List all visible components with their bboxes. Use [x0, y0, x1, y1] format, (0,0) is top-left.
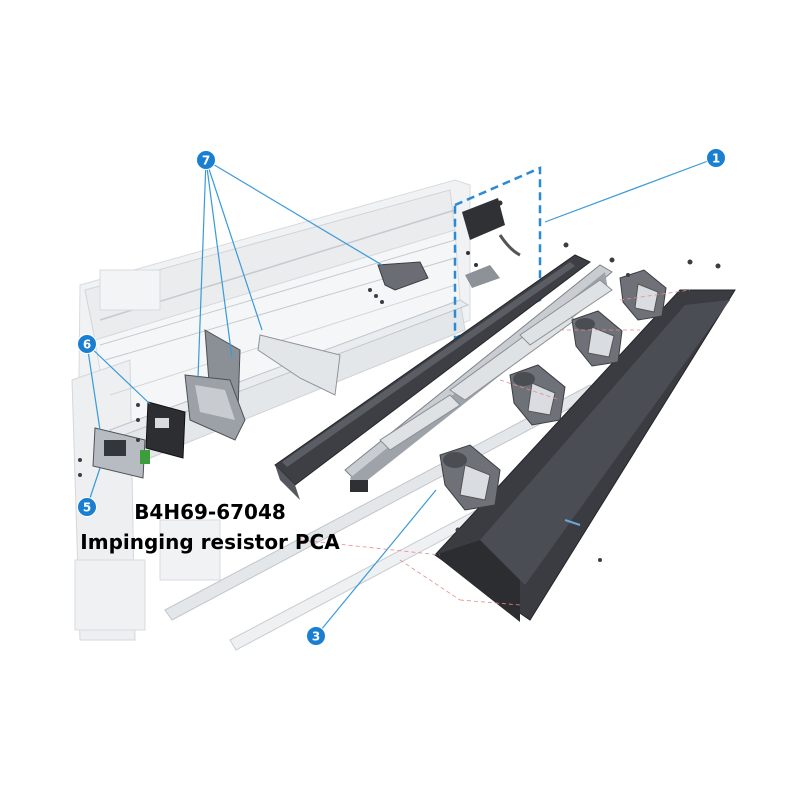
- long-cover-rear: [434, 289, 736, 622]
- callout-6-number: 6: [83, 338, 91, 352]
- callout-1: 1: [706, 148, 726, 168]
- leader-lines: [86, 157, 717, 637]
- callout-7: 7: [196, 150, 216, 170]
- callout-7-number: 7: [202, 154, 210, 168]
- screws: [78, 242, 721, 562]
- long-cover-front: [274, 254, 591, 500]
- bracket-parts: [184, 261, 429, 441]
- callout-3-number: 3: [312, 630, 320, 644]
- part-number-label: B4H69-67048: [134, 500, 286, 524]
- callout-1-number: 1: [712, 152, 720, 166]
- drive-assemblies: [439, 269, 667, 511]
- callout-5-number: 5: [83, 501, 91, 515]
- explode-guides: [299, 289, 691, 606]
- part-name-label: Impinging resistor PCA: [80, 530, 340, 554]
- resistor-pca-boards: [92, 401, 186, 479]
- callout-6: 6: [77, 334, 97, 354]
- printer-frame: [71, 179, 471, 641]
- rail-assembly: [344, 264, 613, 492]
- callout-3: 3: [306, 626, 326, 646]
- callout-5: 5: [77, 497, 97, 517]
